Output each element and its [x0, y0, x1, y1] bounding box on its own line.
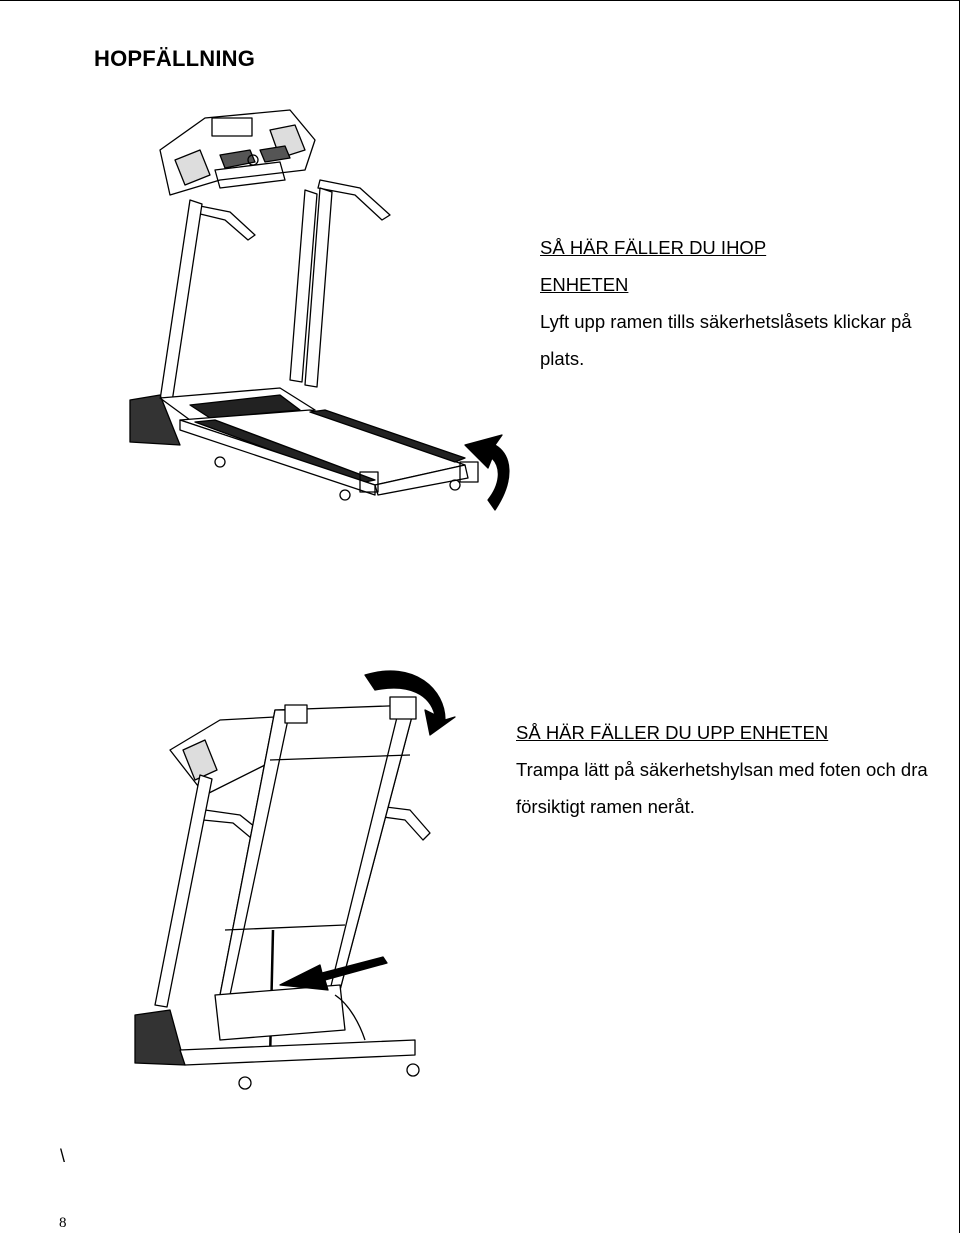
fold-down-section: SÅ HÄR FÄLLER DU UPP ENHETEN Trampa lätt… — [516, 714, 956, 825]
fold-down-body: Trampa lätt på säkerhetshylsan med foten… — [516, 759, 928, 817]
page-border-top — [0, 0, 960, 1]
page-number: 8 — [59, 1215, 67, 1231]
fold-up-heading: SÅ HÄR FÄLLER DU IHOP ENHETEN — [540, 237, 767, 295]
fold-up-body: Lyft upp ramen tills säkerhetslåsets kli… — [540, 311, 912, 369]
fold-down-heading: SÅ HÄR FÄLLER DU UPP ENHETEN — [516, 722, 829, 743]
stray-backslash: \ — [60, 1146, 66, 1166]
fold-up-section: SÅ HÄR FÄLLER DU IHOP ENHETEN Lyft upp r… — [540, 229, 940, 377]
curved-arrow-down-icon — [364, 670, 456, 736]
curved-arrow-up-icon — [464, 434, 510, 511]
page-title: HOPFÄLLNING — [94, 46, 256, 71]
arrow-left-icon — [279, 956, 388, 991]
treadmill-unfolded-illustration — [120, 100, 520, 520]
treadmill-folded-illustration — [125, 655, 465, 1095]
